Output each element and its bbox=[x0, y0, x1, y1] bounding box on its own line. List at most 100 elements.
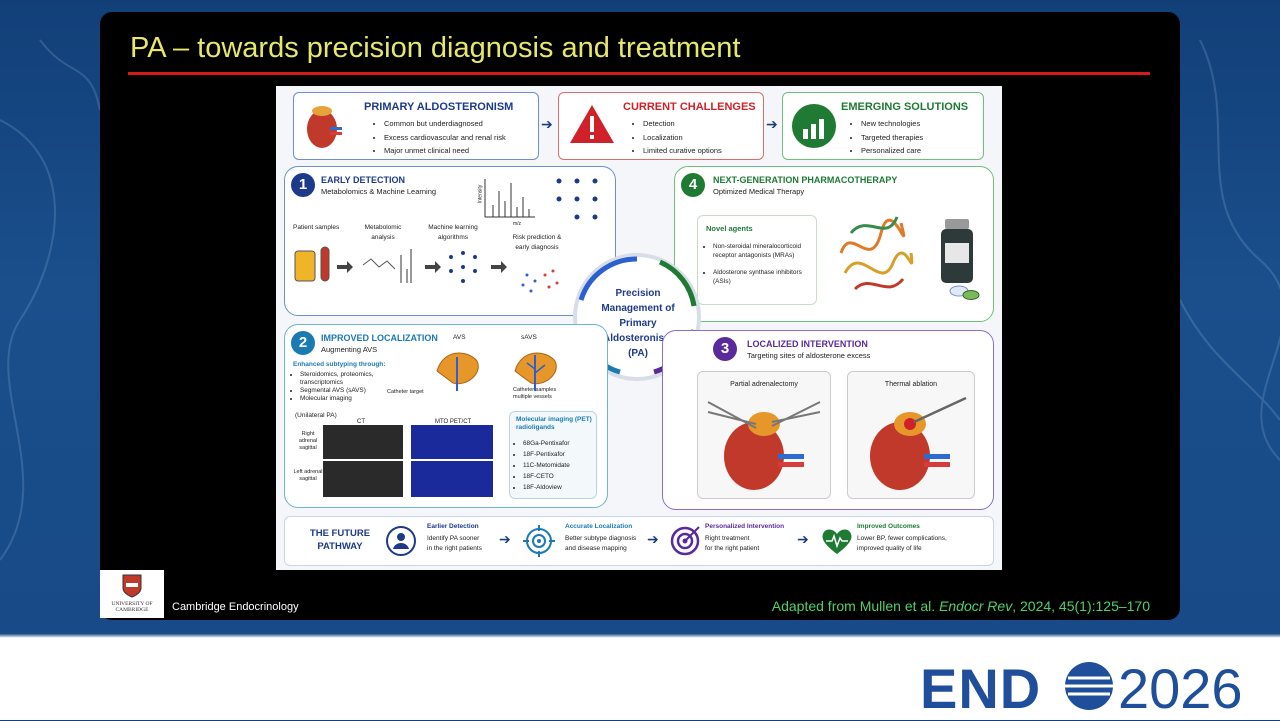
novel-agents-box: Novel agents Non-steroidal mineralocorti… bbox=[697, 215, 817, 305]
pharmacotherapy-panel: 4 NEXT-GENERATION PHARMACOTHERAPY Optimi… bbox=[674, 166, 994, 322]
challenges-title: CURRENT CHALLENGES bbox=[623, 101, 756, 113]
future-title-line: THE FUTURE bbox=[309, 528, 371, 539]
citation-journal: Endocr Rev bbox=[939, 598, 1013, 614]
solutions-title: EMERGING SOLUTIONS bbox=[841, 101, 969, 113]
future-pathway-bar: THE FUTURE PATHWAY Earlier Detection Ide… bbox=[284, 516, 994, 566]
future-step-text: Better subtype diagnosis bbox=[565, 535, 637, 542]
solutions-item: Personalized care bbox=[861, 144, 923, 158]
globe-icon bbox=[1065, 662, 1113, 710]
heart-pulse-icon bbox=[822, 529, 852, 554]
protein-structure-icon bbox=[839, 216, 914, 291]
endo-year: 2026 bbox=[1118, 657, 1243, 720]
future-step-title: Accurate Localization bbox=[565, 523, 633, 530]
unilateral-label: (Unilateral PA) bbox=[295, 412, 337, 419]
step-number: 2 bbox=[291, 331, 315, 355]
local-subtitle: Augmenting AVS bbox=[321, 345, 378, 354]
future-step-text: and disease mapping bbox=[565, 545, 627, 552]
step-label: Machine learning algorithms bbox=[428, 224, 478, 241]
future-step-title: Personalized Intervention bbox=[705, 523, 785, 530]
title-underline bbox=[128, 72, 1150, 75]
pa-item: Excess cardiovascular and renal risk bbox=[384, 131, 506, 145]
future-step-text: for the right patient bbox=[705, 545, 760, 552]
university-logo: UNIVERSITY OF CAMBRIDGE bbox=[100, 570, 164, 618]
background-network-texture bbox=[0, 39, 1280, 561]
crest-icon bbox=[122, 574, 142, 598]
intervention-panel: 3 LOCALIZED INTERVENTION Targeting sites… bbox=[662, 330, 994, 510]
ct-scan-right bbox=[323, 425, 403, 459]
ablation-illustration bbox=[870, 396, 967, 490]
growth-chart-icon bbox=[792, 104, 836, 148]
enhanced-item: Molecular imaging bbox=[300, 395, 396, 403]
localization-panel: 2 IMPROVED LOCALIZATION Augmenting AVS A… bbox=[284, 324, 608, 508]
step-label: Patient samples bbox=[293, 224, 340, 231]
novel-agents-list: Non-steroidal mineralocorticoid receptor… bbox=[704, 242, 817, 286]
enhanced-title: Enhanced subtyping through: bbox=[293, 361, 386, 368]
pa-item: Common but underdiagnosed bbox=[384, 117, 506, 131]
radioligand-list: 68Ga-Pentixafor 18F-Pentixafor 11C-Metom… bbox=[514, 438, 570, 493]
citation: Adapted from Mullen et al. Endocr Rev, 2… bbox=[772, 598, 1150, 614]
center-line: Management of bbox=[601, 303, 675, 314]
center-line: Aldosteronism bbox=[602, 333, 673, 344]
partial-adrenalectomy-label: Partial adrenalectomy bbox=[730, 381, 798, 388]
savs-label: sAVS bbox=[521, 334, 537, 341]
endo-logo-text: END bbox=[920, 657, 1042, 720]
challenges-list: Detection Localization Limited curative … bbox=[633, 117, 722, 158]
endo-logo: END bbox=[920, 656, 1041, 721]
crosshair-icon bbox=[523, 525, 555, 557]
catheter-label: Catheter target bbox=[387, 389, 424, 395]
future-step-text: in the right patients bbox=[427, 545, 482, 552]
next-title: NEXT-GENERATION PHARMACOTHERAPY bbox=[713, 175, 898, 185]
radioligand-item: 11C-Metomidate bbox=[523, 460, 570, 471]
future-step-text: Lower BP, fewer complications, bbox=[857, 535, 947, 542]
future-step-title: Earlier Detection bbox=[427, 523, 479, 530]
early-subtitle: Metabolomics & Machine Learning bbox=[321, 187, 437, 196]
future-title: THE FUTURE PATHWAY bbox=[305, 527, 375, 553]
radioligand-item: 18F-CETO bbox=[523, 471, 570, 482]
axis-y-label: Intensity bbox=[477, 184, 484, 204]
footer-left-text: Cambridge Endocrinology bbox=[172, 601, 299, 613]
emerging-solutions-box: EMERGING SOLUTIONS New technologies Targ… bbox=[782, 92, 984, 160]
center-line: Precision bbox=[615, 288, 661, 299]
adrenal-gland-illustrations bbox=[436, 352, 557, 391]
people-search-icon bbox=[386, 526, 416, 556]
next-subtitle: Optimized Medical Therapy bbox=[713, 187, 805, 196]
thermal-ablation-box: Thermal ablation bbox=[847, 371, 975, 499]
future-step-text: Identify PA sooner bbox=[427, 535, 480, 542]
kidney-icon bbox=[307, 106, 342, 148]
challenges-item: Limited curative options bbox=[643, 144, 722, 158]
right-adrenal-label: Right adrenal sagittal bbox=[298, 431, 318, 451]
future-title-line: PATHWAY bbox=[317, 541, 363, 552]
future-step-text: improved quality of life bbox=[857, 545, 922, 552]
early-detection-panel: 1 EARLY DETECTION Metabolomics & Machine… bbox=[284, 166, 616, 316]
target-icon bbox=[670, 526, 700, 556]
molecular-imaging-box: Molecular imaging (PET) radioligands 68G… bbox=[509, 411, 597, 499]
novel-agent-item: Non-steroidal mineralocorticoid receptor… bbox=[713, 242, 817, 260]
arrow-right-icon: ➔ bbox=[766, 116, 778, 132]
challenges-item: Detection bbox=[643, 117, 722, 131]
pet-scan-right bbox=[411, 425, 493, 459]
pa-title: PRIMARY ALDOSTERONISM bbox=[364, 101, 514, 113]
step-number: 1 bbox=[291, 173, 315, 197]
slide-panel: PA – towards precision diagnosis and tre… bbox=[100, 12, 1180, 620]
axis-x-label: m/z bbox=[513, 221, 522, 227]
center-line: Primary bbox=[619, 318, 657, 329]
solutions-list: New technologies Targeted therapies Pers… bbox=[851, 117, 923, 158]
arrow-right-icon: ➔ bbox=[499, 531, 511, 547]
intervention-title: LOCALIZED INTERVENTION bbox=[747, 339, 868, 349]
challenges-item: Localization bbox=[643, 131, 722, 145]
thermal-ablation-label: Thermal ablation bbox=[884, 381, 938, 388]
step-label: Risk prediction & early diagnosis bbox=[512, 234, 562, 251]
ct-scan-left bbox=[323, 461, 403, 497]
network-icon bbox=[556, 178, 598, 220]
future-step-text: Right treatment bbox=[705, 535, 750, 542]
radioligand-item: 18F-Pentixafor bbox=[523, 449, 570, 460]
primary-aldosteronism-box: PRIMARY ALDOSTERONISM Common but underdi… bbox=[293, 92, 539, 160]
pa-list: Common but underdiagnosed Excess cardiov… bbox=[374, 117, 506, 158]
solutions-item: Targeted therapies bbox=[861, 131, 923, 145]
infographic-figure: PRIMARY ALDOSTERONISM Common but underdi… bbox=[276, 86, 1002, 570]
enhanced-list: Steroidomics, proteomics, transcriptomic… bbox=[291, 371, 396, 403]
medicine-bottle-icon bbox=[941, 219, 980, 300]
enhanced-item: Steroidomics, proteomics, transcriptomic… bbox=[300, 371, 396, 387]
step-label: Metabolomic analysis bbox=[364, 224, 402, 241]
avs-label: AVS bbox=[453, 334, 466, 341]
